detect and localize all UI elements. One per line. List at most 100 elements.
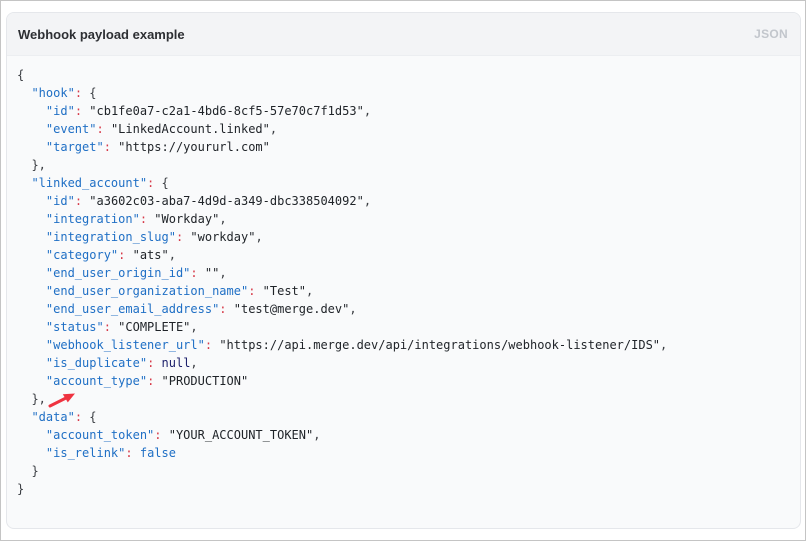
json-key: "webhook_listener_url" xyxy=(45,338,205,352)
json-key: "status" xyxy=(45,320,104,334)
code-line: "linked_account": { xyxy=(17,174,667,192)
json-key: "category" xyxy=(45,248,119,262)
code-line: "account_token": "YOUR_ACCOUNT_TOKEN", xyxy=(17,426,667,444)
code-line: }, xyxy=(17,390,667,408)
json-punctuation: : xyxy=(74,104,90,118)
json-text: { xyxy=(89,410,97,424)
json-key: "account_type" xyxy=(45,374,148,388)
json-text: { xyxy=(89,86,97,100)
json-punctuation: : xyxy=(219,302,234,316)
json-text xyxy=(17,212,46,226)
language-label: JSON xyxy=(754,27,788,41)
json-text: , xyxy=(306,284,314,298)
json-string: "test@merge.dev" xyxy=(233,302,350,316)
json-text: }, xyxy=(17,158,46,172)
json-text: , xyxy=(219,212,227,226)
json-text xyxy=(17,374,46,388)
json-text: , xyxy=(313,428,321,442)
json-punctuation: : xyxy=(96,122,111,136)
json-key: "event" xyxy=(45,122,97,136)
json-string: "ats" xyxy=(132,248,169,262)
card-header: Webhook payload example JSON xyxy=(7,13,800,56)
json-text xyxy=(17,86,31,100)
json-key: "id" xyxy=(45,104,75,118)
code-line: "target": "https://yoururl.com" xyxy=(17,138,667,156)
json-punctuation: : xyxy=(139,212,155,226)
json-string: "YOUR_ACCOUNT_TOKEN" xyxy=(168,428,314,442)
code-line: } xyxy=(17,462,667,480)
json-string: "https://api.merge.dev/api/integrations/… xyxy=(219,338,661,352)
code-line: "end_user_email_address": "test@merge.de… xyxy=(17,300,667,318)
json-key: "integration_slug" xyxy=(45,230,176,244)
json-text xyxy=(17,410,31,424)
json-key: "is_relink" xyxy=(45,446,126,460)
json-boolean: false xyxy=(139,446,176,460)
json-text xyxy=(17,194,46,208)
code-line: "webhook_listener_url": "https://api.mer… xyxy=(17,336,667,354)
json-text xyxy=(17,446,46,460)
code-line: { xyxy=(17,66,667,84)
json-key: "account_token" xyxy=(45,428,155,442)
json-key: "end_user_origin_id" xyxy=(45,266,191,280)
code-line: }, xyxy=(17,156,667,174)
json-text: , xyxy=(219,266,227,280)
json-text: { xyxy=(161,176,169,190)
json-string: "COMPLETE" xyxy=(118,320,191,334)
json-punctuation: : xyxy=(74,194,90,208)
json-text: , xyxy=(363,104,372,118)
json-punctuation: : xyxy=(147,374,162,388)
json-text xyxy=(17,428,46,442)
json-text: , xyxy=(349,302,357,316)
json-text: } xyxy=(17,482,25,496)
code-line: "end_user_organization_name": "Test", xyxy=(17,282,667,300)
json-code-block[interactable]: { "hook": { "id": "cb1fe0a7-c2a1-4bd6-8c… xyxy=(17,66,667,498)
json-text xyxy=(17,140,46,154)
code-line: "id": "cb1fe0a7-c2a1-4bd6-8cf5-57e70c7f1… xyxy=(17,102,667,120)
json-punctuation: : xyxy=(74,410,90,424)
json-string: "Workday" xyxy=(154,212,220,226)
json-string: "PRODUCTION" xyxy=(161,374,249,388)
code-line: "id": "a3602c03-aba7-4d9d-a349-dbc338504… xyxy=(17,192,667,210)
json-text xyxy=(17,122,46,136)
code-line: "account_type": "PRODUCTION" xyxy=(17,372,667,390)
code-line: "end_user_origin_id": "", xyxy=(17,264,667,282)
json-key: "id" xyxy=(45,194,75,208)
json-punctuation: : xyxy=(175,230,191,244)
json-text xyxy=(17,356,46,370)
json-text xyxy=(17,104,46,118)
json-key: "target" xyxy=(45,140,104,154)
code-line: "integration": "Workday", xyxy=(17,210,667,228)
code-line: "is_relink": false xyxy=(17,444,667,462)
json-text xyxy=(17,338,46,352)
json-string: "" xyxy=(204,266,220,280)
card-title: Webhook payload example xyxy=(18,26,185,42)
json-key: "is_duplicate" xyxy=(45,356,148,370)
code-line: } xyxy=(17,480,667,498)
json-punctuation: : xyxy=(103,320,119,334)
json-key: "integration" xyxy=(45,212,140,226)
json-text xyxy=(17,266,46,280)
json-text xyxy=(17,230,46,244)
json-string: "LinkedAccount.linked" xyxy=(110,122,270,136)
json-string: "cb1fe0a7-c2a1-4bd6-8cf5-57e70c7f1d53" xyxy=(89,104,364,118)
code-line: "hook": { xyxy=(17,84,667,102)
json-string: "workday" xyxy=(190,230,256,244)
json-text xyxy=(17,284,46,298)
json-key: "hook" xyxy=(31,86,75,100)
code-line: "status": "COMPLETE", xyxy=(17,318,667,336)
json-key: "linked_account" xyxy=(31,176,148,190)
json-string: "Test" xyxy=(262,284,307,298)
json-key: "data" xyxy=(31,410,75,424)
code-line: "category": "ats", xyxy=(17,246,667,264)
json-punctuation: : xyxy=(154,428,169,442)
json-punctuation: : xyxy=(204,338,220,352)
json-key: "end_user_email_address" xyxy=(45,302,220,316)
json-punctuation: : xyxy=(74,86,90,100)
json-text: , xyxy=(269,122,278,136)
json-text xyxy=(17,248,46,262)
json-text: , xyxy=(660,338,668,352)
json-punctuation: : xyxy=(147,176,162,190)
json-punctuation: : xyxy=(103,140,119,154)
json-text: , xyxy=(190,320,198,334)
json-text: , xyxy=(168,248,176,262)
